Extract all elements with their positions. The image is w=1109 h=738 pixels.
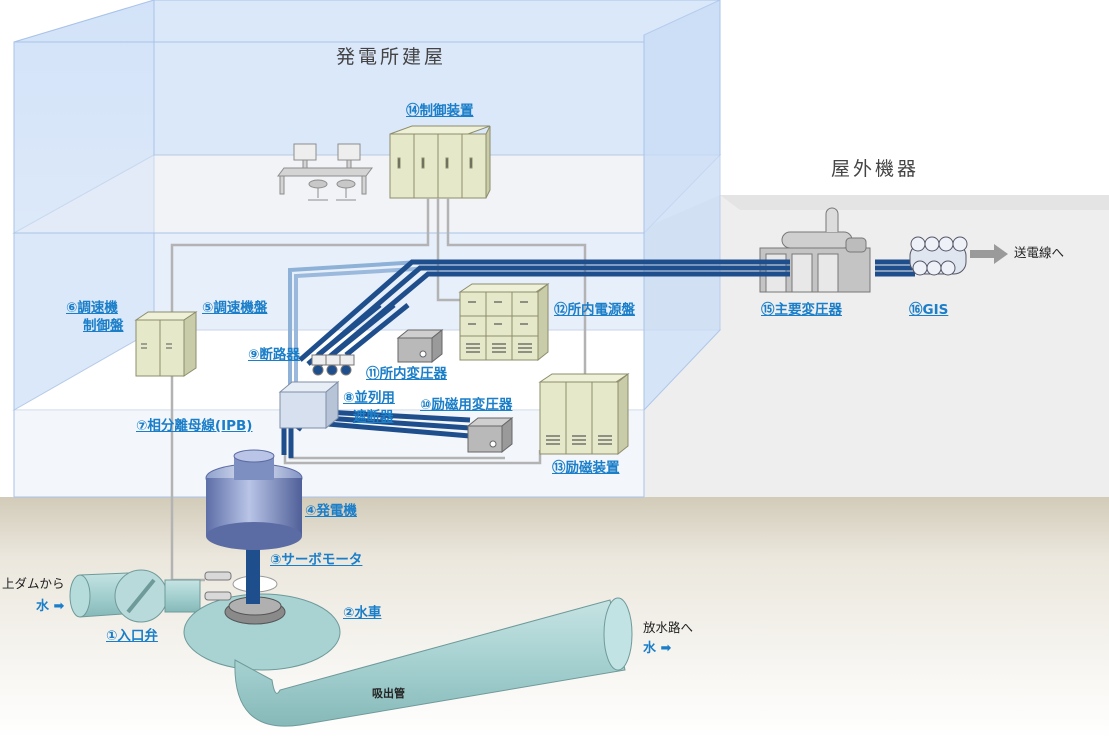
label-station-transformer[interactable]: ⑪所内変圧器 (366, 366, 447, 382)
label-generator[interactable]: ④発電機 (305, 503, 357, 519)
water-out-label: 水 ➡ (643, 637, 671, 656)
draft-tube-label: 吸出管 (372, 687, 405, 700)
label-governor-panel[interactable]: ⑤調速機盤 (202, 300, 268, 316)
label-excitation-transformer[interactable]: ⑩励磁用変圧器 (420, 397, 513, 413)
label-breaker[interactable]: ⑨断路器 (248, 347, 300, 363)
to-discharge-label: 放水路へ (643, 620, 694, 635)
label-turbine[interactable]: ②水車 (343, 605, 382, 621)
label-governor-control-panel-2[interactable]: 制御盤 (83, 318, 124, 334)
label-parallel-breaker-2[interactable]: 遮断器 (353, 409, 394, 425)
label-main-transformer[interactable]: ⑮主要変圧器 (761, 302, 842, 318)
water-in-text: 水 (36, 599, 50, 614)
label-servo-motor[interactable]: ③サーボモータ (270, 552, 363, 568)
to-transmission-label: 送電線へ (1014, 245, 1065, 260)
arrow-right-icon: ➡ (53, 599, 65, 614)
label-gis[interactable]: ⑯GIS (909, 302, 949, 318)
label-ipb[interactable]: ⑦相分離母線(IPB) (136, 418, 253, 434)
label-station-power-panel[interactable]: ⑫所内電源盤 (554, 302, 635, 318)
label-excitation-system[interactable]: ⑬励磁装置 (552, 460, 620, 476)
water-in-label: 水 ➡ (36, 595, 64, 614)
arrow-right-icon: ➡ (660, 641, 672, 656)
water-out-text: 水 (643, 641, 657, 656)
label-governor-control-panel-1[interactable]: ⑥調速機 (66, 300, 118, 316)
label-control-system[interactable]: ⑭制御装置 (406, 103, 474, 119)
label-inlet-valve[interactable]: ①入口弁 (106, 628, 158, 644)
building-title: 発電所建屋 (336, 46, 447, 68)
from-dam-label: 上ダムから (2, 576, 65, 591)
label-parallel-breaker-1[interactable]: ⑧並列用 (343, 390, 395, 406)
outdoor-title: 屋外機器 (831, 158, 920, 180)
